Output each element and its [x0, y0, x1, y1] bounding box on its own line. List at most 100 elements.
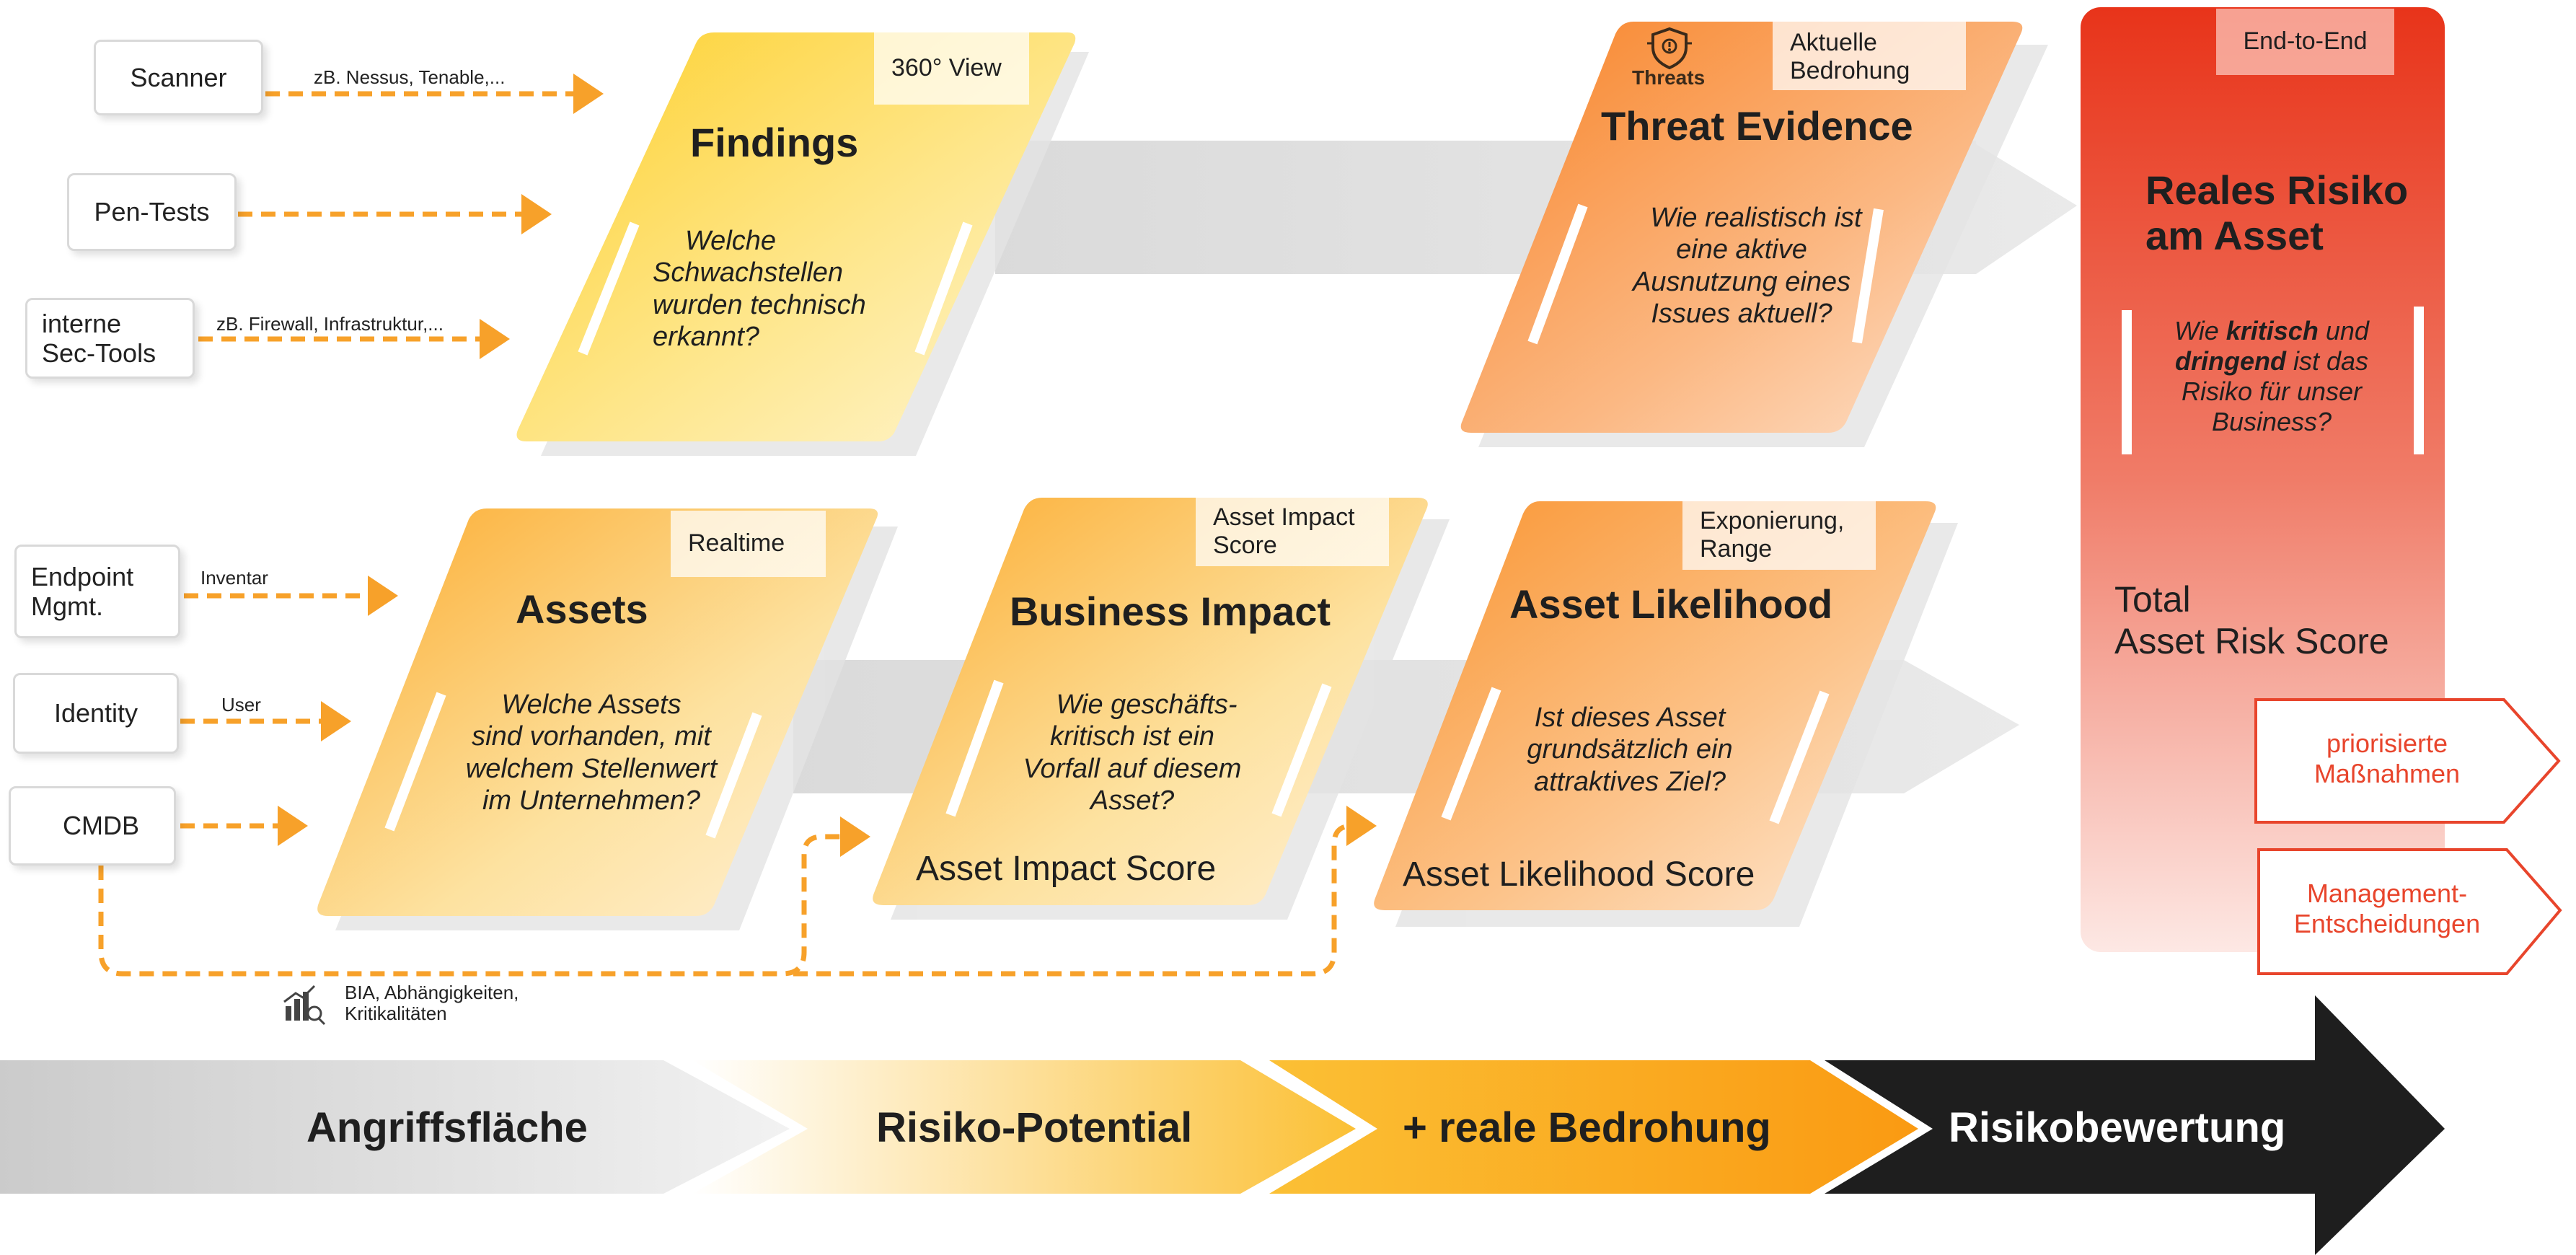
business-question-line-2: kritisch ist ein — [1049, 721, 1215, 752]
threat-bracket-left — [1527, 203, 1588, 345]
stage2-label: Risiko-Potential — [876, 1104, 1193, 1151]
business-tag-line-2: Score — [1213, 532, 1277, 560]
risk-bracket-left — [2122, 310, 2132, 454]
findings-question-line-2: Schwachstellen — [653, 257, 844, 289]
likelihood-question-line-3: attraktives Ziel? — [1533, 766, 1726, 797]
management-label-line-2: Entscheidungen — [2293, 909, 2481, 939]
business-score-label: Asset Impact Score — [916, 850, 1217, 888]
assets-question-line-1: Welche Assets — [501, 690, 682, 720]
risk-question-line-3: Risiko für unser — [2181, 376, 2363, 407]
stage1-chevron — [0, 1060, 790, 1194]
risk-question-line-2: dringend ist das — [2142, 346, 2401, 376]
findings-card — [516, 32, 1076, 441]
cmdb-source[interactable]: CMDB — [9, 786, 176, 866]
threat-tag-line-2: Bedrohung — [1790, 57, 1910, 85]
assets-question-line-3: welchem Stellenwert — [465, 753, 718, 784]
assets-title: Assets — [516, 586, 648, 632]
threat-bracket-right — [1852, 208, 1884, 344]
risk-bracket-right — [2414, 307, 2424, 454]
stage3-label: + reale Bedrohung — [1403, 1104, 1771, 1151]
identity-note: User — [221, 694, 261, 715]
scanner-note: zB. Nessus, Tenable,... — [314, 66, 506, 88]
scanner-source[interactable]: Scanner — [94, 40, 263, 115]
scanner-label: Scanner — [130, 62, 227, 92]
management-label: Management- Entscheidungen — [2279, 878, 2495, 940]
risk-question-line-1: Wie kritisch und — [2142, 316, 2401, 346]
assets-card — [317, 508, 878, 916]
cmdb-note-line-1: BIA, Abhängigkeiten, — [345, 982, 519, 1003]
risk-title-line-2: am Asset — [2145, 213, 2324, 259]
cmdb-to-likelihood-arrow — [793, 806, 1377, 977]
risk-question-post: ist das — [2285, 346, 2369, 376]
business-question-line-4: Asset? — [1090, 785, 1175, 816]
findings-bracket-right — [914, 221, 973, 356]
stage4-label: Risikobewertung — [1949, 1104, 2286, 1151]
findings-title: Findings — [690, 120, 859, 165]
identity-label: Identity — [53, 698, 138, 728]
findings-tag: 360° View — [874, 32, 1029, 105]
assets-bracket-left — [384, 692, 446, 832]
threat-tag: Aktuelle Bedrohung — [1773, 22, 1966, 90]
threat-card — [1460, 22, 2023, 433]
stage4-arrow — [1825, 995, 2445, 1255]
business-question: Wie geschäfts- kritisch ist ein Vorfall … — [1002, 689, 1262, 817]
measures-label-line-2: Maßnahmen — [2313, 759, 2461, 789]
bia-analytics-icon — [283, 985, 326, 1026]
threats-icon-label: Threats — [1632, 66, 1706, 89]
endpoint-note: Inventar — [200, 567, 268, 589]
risk-title: Reales Risiko am Asset — [2145, 167, 2408, 259]
stage2-chevron — [692, 1060, 1356, 1194]
likelihood-question-line-1: Ist dieses Asset — [1534, 703, 1726, 733]
risk-title-line-1: Reales Risiko — [2145, 167, 2409, 213]
findings-bracket-left — [578, 221, 640, 356]
likelihood-title: Asset Likelihood — [1509, 581, 1833, 627]
internal-tools-note: zB. Firewall, Infrastruktur,... — [216, 313, 444, 335]
total-risk-score-line-1: Total — [2114, 579, 2191, 620]
likelihood-question: Ist dieses Asset grundsätzlich ein attra… — [1507, 702, 1752, 798]
risk-question-urgent: dringend — [2174, 346, 2286, 376]
pentests-source[interactable]: Pen-Tests — [67, 173, 237, 251]
threat-question-line-3: Ausnutzung eines — [1632, 266, 1851, 297]
likelihood-tag: Exponierung, Range — [1682, 501, 1876, 570]
internal-tools-label-1: interne — [42, 308, 122, 338]
cmdb-to-business-arrow — [98, 816, 870, 977]
endpoint-label-1: Endpoint — [31, 561, 134, 591]
likelihood-score-label: Asset Likelihood Score — [1403, 855, 1755, 894]
risk-question-critical: kritisch — [2226, 316, 2319, 345]
business-bracket-left — [945, 679, 1004, 817]
identity-source[interactable]: Identity — [13, 673, 179, 754]
likelihood-tag-line-2: Range — [1700, 535, 1773, 563]
management-label-line-1: Management- — [2306, 878, 2468, 908]
likelihood-question-line-2: grundsätzlich ein — [1527, 734, 1733, 765]
likelihood-bracket-right — [1769, 690, 1830, 824]
risk-question: Wie kritisch und dringend ist das Risiko… — [2142, 316, 2401, 437]
assets-question-line-2: sind vorhanden, mit — [472, 721, 711, 752]
threat-question-line-1: Wie realistisch ist — [1650, 203, 1862, 233]
internal-tools-source[interactable]: interne Sec-Tools — [25, 298, 195, 379]
threats-shield-icon — [1647, 27, 1692, 70]
management-outcome-box — [2257, 848, 2562, 975]
cmdb-label: CMDB — [63, 811, 139, 841]
business-tag: Asset Impact Score — [1196, 498, 1389, 566]
internal-tools-label-2: Sec-Tools — [42, 338, 156, 368]
business-card — [873, 498, 1428, 905]
total-risk-score-label: Total Asset Risk Score — [2114, 579, 2389, 662]
measures-label: priorisierte Maßnahmen — [2279, 728, 2495, 790]
endpoint-source[interactable]: Endpoint Mgmt. — [14, 545, 180, 638]
assets-tag: Realtime — [671, 511, 826, 577]
measures-outcome-box — [2254, 698, 2561, 824]
risk-tag: End-to-End — [2216, 9, 2394, 75]
total-risk-score-line-2: Asset Risk Score — [2114, 620, 2389, 661]
findings-question: Welche Schwachstellen wurden technisch e… — [653, 225, 866, 353]
risk-question-pre: Wie — [2174, 316, 2226, 345]
threat-title: Threat Evidence — [1601, 103, 1913, 149]
threat-tag-line-1: Aktuelle — [1790, 29, 1877, 56]
measures-label-line-1: priorisierte — [2326, 728, 2448, 758]
findings-question-line-3: wurden technisch — [653, 289, 866, 320]
findings-question-line-4: erkannt? — [653, 322, 759, 353]
endpoint-label-2: Mgmt. — [31, 591, 104, 621]
business-title: Business Impact — [1010, 589, 1331, 634]
findings-question-line-1: Welche — [685, 226, 777, 256]
business-tag-line-1: Asset Impact — [1213, 503, 1355, 531]
